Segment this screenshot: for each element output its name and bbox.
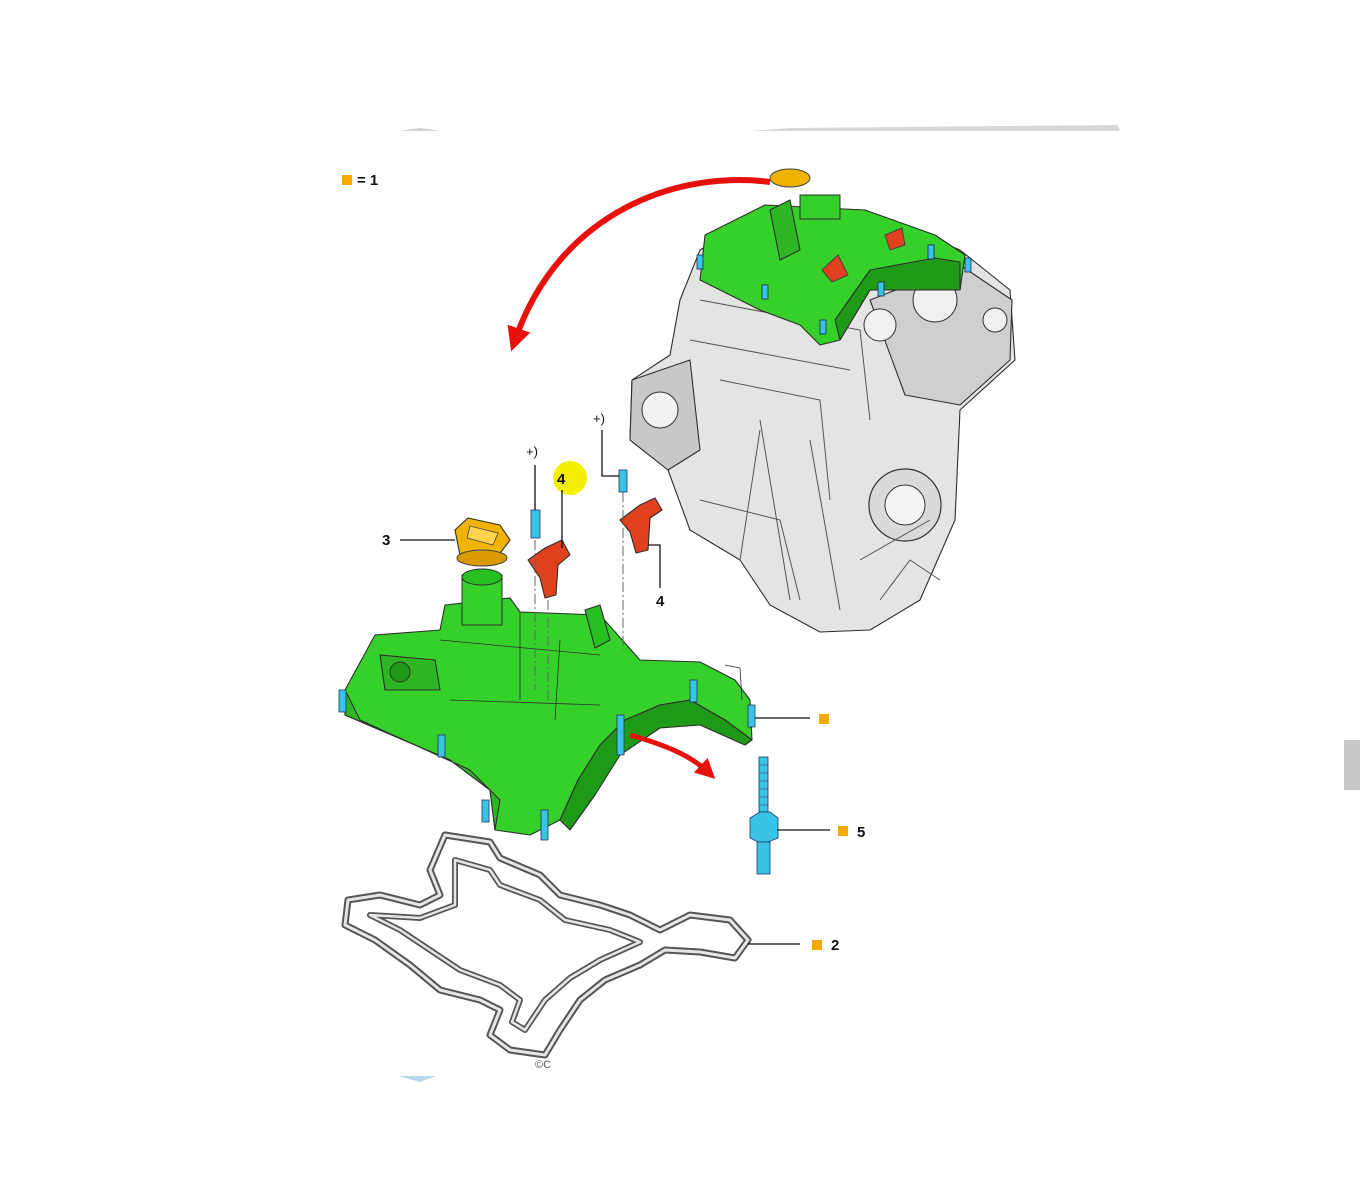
callout-cover-bolts-marker	[819, 714, 829, 724]
cover-bolts	[338, 679, 756, 841]
callout-sensor-highlighted: 4	[557, 471, 566, 488]
legend-marker	[342, 175, 352, 185]
oil-filler-cap	[454, 517, 511, 567]
bolt-right	[618, 469, 628, 493]
bolt-left	[530, 509, 541, 539]
cam-sensor-left	[527, 539, 571, 599]
scrollbar-thumb[interactable]	[1344, 740, 1360, 790]
legend: = 1	[342, 172, 378, 189]
removal-arrow-small	[629, 732, 716, 779]
spark-plug	[749, 756, 779, 875]
highlight-marker	[553, 461, 587, 495]
callout-gasket-marker	[812, 940, 822, 950]
copyright-fragment: ©C	[535, 1059, 551, 1071]
removal-arrow-large	[507, 176, 771, 352]
engine-block	[629, 168, 1016, 633]
callout-gasket: 2	[831, 937, 839, 954]
legend-text: = 1	[357, 172, 378, 189]
bolt-left-note: +)	[526, 444, 538, 459]
callout-sensor-right: 4	[656, 593, 665, 610]
callout-spark-plug: 5	[857, 824, 865, 841]
valve-cover	[338, 568, 756, 841]
bolt-right-note: +)	[593, 411, 605, 426]
cam-sensor-right	[619, 497, 663, 554]
frame-top-edge	[398, 125, 1120, 1082]
callout-oil-cap: 3	[382, 532, 390, 549]
valve-cover-gasket	[341, 831, 752, 1059]
callout-spark-plug-marker	[838, 826, 848, 836]
